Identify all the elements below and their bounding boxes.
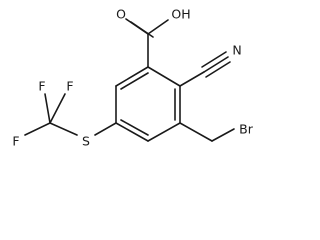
bromomethyl-group: Br xyxy=(179,122,254,142)
fluorine-top-right-label: F xyxy=(66,79,73,94)
nitrile-group: N xyxy=(179,43,242,87)
sulfur-label: S xyxy=(82,134,90,149)
benzene-ring xyxy=(115,66,181,142)
carbonyl-oxygen-label: O xyxy=(116,7,126,22)
carboxylic-acid-group: O OH xyxy=(116,7,191,68)
chemical-structure: O OH N Br S F F F xyxy=(12,7,254,149)
nitrile-nitrogen-label: N xyxy=(232,43,241,58)
fluorine-top-left-label: F xyxy=(38,79,45,94)
fluorine-bottom-label: F xyxy=(12,134,19,149)
hydroxyl-label: OH xyxy=(171,7,190,22)
bromine-label: Br xyxy=(239,122,254,137)
trifluoromethylthio-group: S F F F xyxy=(12,79,117,149)
